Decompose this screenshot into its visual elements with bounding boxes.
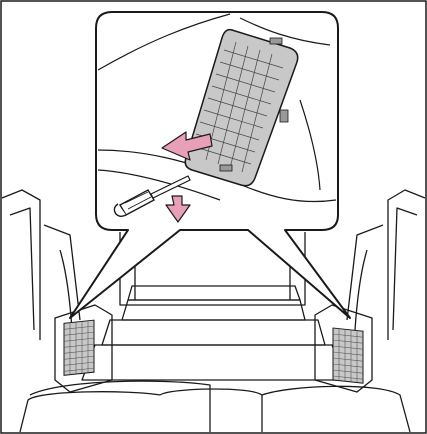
right-seatbelt: [355, 250, 367, 330]
clip-tab-top: [270, 38, 282, 44]
left-pillar: [2, 190, 40, 340]
left-trim-panel: [44, 225, 80, 320]
center-seat: [160, 389, 262, 432]
cargo-floor-mid: [122, 300, 305, 320]
left-window-frame: [10, 208, 34, 330]
clip-tab-bottom: [220, 165, 232, 171]
cargo-floor-front: [102, 320, 325, 345]
rear-opening-inner: [135, 250, 290, 300]
right-window-frame: [393, 208, 417, 330]
left-seat-cushion: [20, 392, 160, 432]
left-grille: [64, 320, 94, 375]
right-trim-panel: [347, 225, 383, 320]
clip-tab-right: [280, 110, 288, 122]
right-seat: [262, 386, 410, 432]
right-grille: [333, 328, 363, 383]
cargo-floor-back: [128, 286, 300, 300]
cargo-floor: [82, 345, 345, 380]
left-seat-back: [30, 381, 210, 432]
